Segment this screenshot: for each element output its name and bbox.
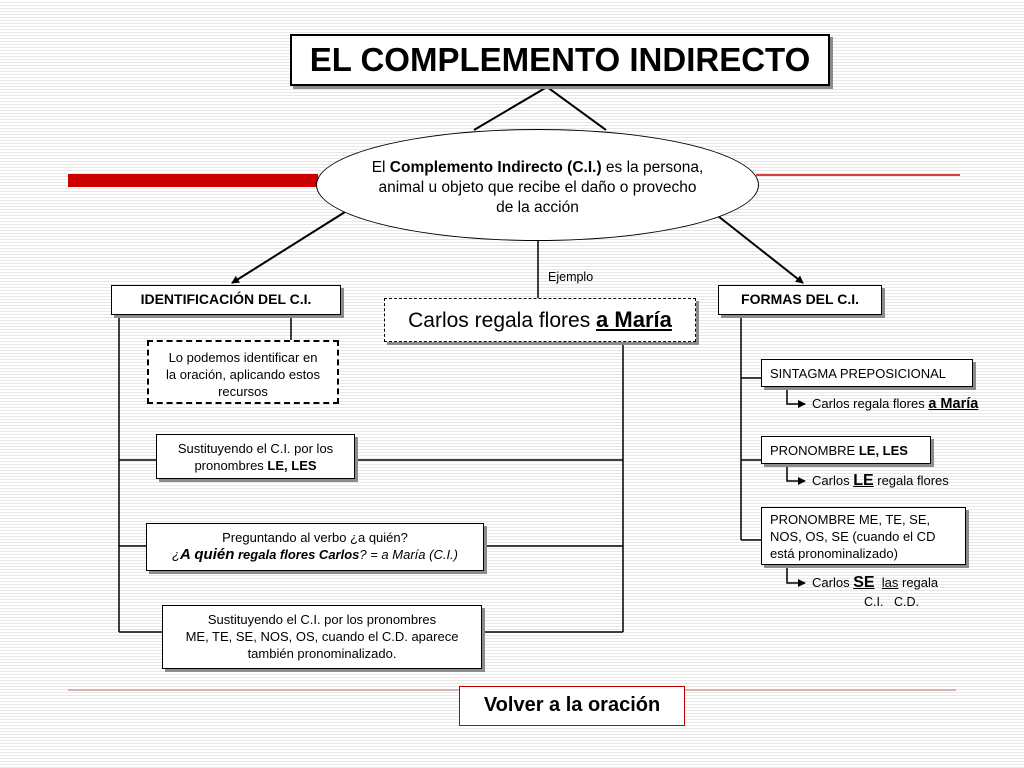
- intro-line1: Lo podemos identificar en: [168, 350, 318, 365]
- definition-rest: es la persona,: [601, 159, 704, 176]
- identificacion-heading-text: IDENTIFICACIÓN DEL C.I.: [140, 291, 312, 307]
- forma1-ex-pre: Carlos regala flores: [812, 396, 929, 411]
- identificacion-heading: IDENTIFICACIÓN DEL C.I.: [111, 285, 341, 315]
- forma1-label: SINTAGMA PREPOSICIONAL: [770, 366, 947, 381]
- back-to-sentence-button[interactable]: Volver a la oración: [459, 686, 685, 726]
- method2-q-bold: A quién: [179, 546, 235, 563]
- page-title: EL COMPLEMENTO INDIRECTO: [290, 34, 830, 86]
- example-sentence: Carlos regala flores: [408, 309, 597, 332]
- arrow-to-identificacion: [231, 211, 346, 284]
- forma2-example: Carlos LE regala flores: [812, 472, 949, 489]
- back-button-label: Volver a la oración: [483, 694, 661, 716]
- forma2-ex-pre: Carlos: [812, 473, 854, 488]
- forma3-example: Carlos SE las regala: [812, 574, 938, 591]
- definition-line2: animal u objeto que recibe el daño o pro…: [378, 179, 697, 196]
- method-substitute-me-te: Sustituyendo el C.I. por los pronombres …: [162, 605, 482, 669]
- example-ci: a María: [596, 307, 672, 332]
- method-substitute-le-les: Sustituyendo el C.I. por los pronombres …: [156, 434, 355, 479]
- forma-pronombre-le: PRONOMBRE LE, LES: [761, 436, 931, 464]
- forma3-ex-post: regala: [898, 575, 939, 590]
- forma2-ex-post: regala flores: [873, 473, 949, 488]
- forma2-ex-ci: LE: [853, 472, 874, 489]
- forma3-cap-ci: C.I.: [864, 595, 883, 609]
- page-title-text: EL COMPLEMENTO INDIRECTO: [309, 41, 811, 78]
- formas-heading-text: FORMAS DEL C.I.: [741, 291, 859, 307]
- forma3-line1: PRONOMBRE ME, TE, SE,: [770, 512, 931, 527]
- forma3-cap-ci-text: C.I.: [864, 595, 884, 609]
- forma1-ex-ci: a María: [928, 396, 979, 412]
- definition-prefix: El: [371, 159, 390, 176]
- method2-q-open: ¿: [171, 547, 180, 562]
- forma3-cap-cd-text: C.D.: [894, 595, 919, 609]
- method3-line3: también pronominalizado.: [247, 646, 397, 661]
- definition-term: Complemento Indirecto (C.I.): [389, 159, 602, 176]
- arrow-to-formas: [717, 215, 804, 284]
- example-caption-text: Ejemplo: [548, 270, 594, 284]
- forma3-ex-pre: Carlos: [812, 575, 854, 590]
- method-ask-verb: Preguntando al verbo ¿a quién? ¿A quién …: [146, 523, 484, 571]
- method3-line1: Sustituyendo el C.I. por los pronombres: [207, 612, 437, 627]
- definition-line3: de la acción: [496, 199, 579, 216]
- forma3-ex-cd: las: [881, 575, 899, 590]
- forma3-ex-ci: SE: [853, 574, 875, 591]
- forma3-line3: está pronominalizado): [770, 546, 898, 561]
- identificacion-intro: Lo podemos identificar en la oración, ap…: [147, 340, 339, 404]
- method3-line2: ME, TE, SE, NOS, OS, cuando el C.D. apar…: [185, 629, 459, 644]
- definition-ellipse: El Complemento Indirecto (C.I.) es la pe…: [316, 129, 759, 241]
- red-deco-bar: [68, 174, 318, 187]
- forma2-label-pre: PRONOMBRE: [770, 443, 859, 458]
- method2-line1: Preguntando al verbo ¿a quién?: [222, 530, 408, 545]
- forma3-line2: NOS, OS, SE (cuando el CD: [770, 529, 936, 544]
- example-sentence-box: Carlos regala flores a María: [384, 298, 696, 342]
- intro-line2: la oración, aplicando estos: [166, 367, 320, 382]
- method1-line2: pronombres: [194, 458, 268, 473]
- intro-line3: recursos: [218, 384, 268, 399]
- method1-line1: Sustituyendo el C.I. por los: [177, 441, 334, 456]
- forma2-label-bold: LE, LES: [858, 443, 908, 458]
- forma-sintagma: SINTAGMA PREPOSICIONAL: [761, 359, 973, 387]
- method1-bold: LE, LES: [267, 458, 317, 473]
- method2-q-tail: ? = a María (C.I.): [359, 547, 459, 562]
- forma-pronombre-me-te: PRONOMBRE ME, TE, SE, NOS, OS, SE (cuand…: [761, 507, 966, 565]
- example-caption: Ejemplo: [548, 270, 593, 284]
- forma1-example: Carlos regala flores a María: [812, 395, 978, 413]
- title-connector: [473, 85, 607, 131]
- method2-q-mid: regala flores Carlos: [234, 547, 360, 562]
- forma3-cap-cd: C.D.: [894, 595, 919, 609]
- formas-heading: FORMAS DEL C.I.: [718, 285, 882, 315]
